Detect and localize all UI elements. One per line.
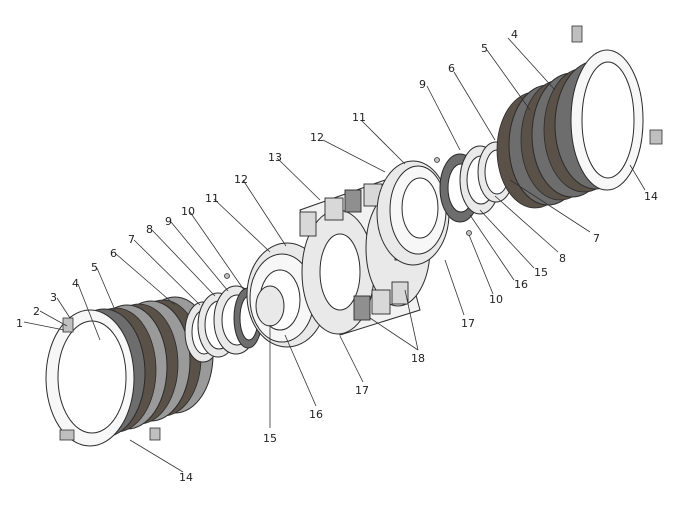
callout-2: 2 xyxy=(33,305,40,318)
callout-4-right: 4 xyxy=(511,28,518,41)
callout-14-left: 14 xyxy=(179,471,193,484)
drum-spline-block xyxy=(353,295,371,321)
right-clutch-pack xyxy=(496,25,663,209)
leader-lines xyxy=(23,37,646,473)
right-plate-bore xyxy=(401,177,439,239)
drum-spline-block xyxy=(391,281,409,305)
callout-18: 18 xyxy=(411,352,425,365)
left-hub-15 xyxy=(255,285,285,327)
callout-12-right: 11 xyxy=(352,111,366,124)
callout-1: 1 xyxy=(16,317,23,330)
callout-5-left: 5 xyxy=(91,261,98,274)
callout-17-right: 17 xyxy=(461,317,475,330)
right-pressure-plate xyxy=(376,160,450,266)
callout-17-left: 17 xyxy=(355,384,369,397)
callout-5-right: 5 xyxy=(481,42,488,55)
right-side-bracket xyxy=(649,129,663,145)
callout-8-right: 8 xyxy=(559,252,566,265)
right-end-ring-bore xyxy=(581,61,635,179)
callout-labels: 1 2 3 4 5 6 7 8 9 10 11 12 13 14 15 16 1… xyxy=(16,28,658,484)
callout-4-left: 4 xyxy=(72,277,79,290)
callout-14-right: 14 xyxy=(644,190,658,203)
left-ball xyxy=(224,273,230,279)
right-top-bracket xyxy=(571,25,583,43)
drum-spline-block xyxy=(324,197,344,221)
callout-11-left: 11 xyxy=(205,192,219,205)
left-bottom-bracket xyxy=(59,429,75,441)
drum-spline-block xyxy=(299,211,317,237)
callout-15-left: 15 xyxy=(263,432,277,445)
left-side-bracket xyxy=(149,427,161,441)
left-clutch-pack xyxy=(45,296,214,447)
callout-13: 13 xyxy=(268,151,282,164)
right-ball-top xyxy=(434,157,440,163)
right-piston-group xyxy=(439,141,515,223)
callout-6-left: 6 xyxy=(110,247,117,260)
callout-6-right: 6 xyxy=(448,62,455,75)
right-ball-bottom xyxy=(466,230,472,236)
drum-spline-block xyxy=(344,189,362,213)
callout-16-right: 16 xyxy=(514,278,528,291)
left-end-ring-bore xyxy=(57,320,127,434)
callout-3: 3 xyxy=(50,291,57,304)
left-top-bracket xyxy=(62,317,74,333)
callout-10-left: 10 xyxy=(181,205,195,218)
callout-9-left: 9 xyxy=(165,215,172,228)
callout-9-right: 9 xyxy=(419,78,426,91)
drum-left-bore xyxy=(319,233,361,311)
callout-7-left: 7 xyxy=(128,233,135,246)
callout-10-right: 10 xyxy=(489,293,503,306)
callout-7-right: 7 xyxy=(593,232,600,245)
callout-8-left: 8 xyxy=(146,223,153,236)
drum-spline-block xyxy=(371,289,391,315)
callout-12-left: 12 xyxy=(234,173,248,186)
callout-15-right: 15 xyxy=(534,266,548,279)
callout-11-right: 12 xyxy=(310,131,324,144)
callout-16-left: 16 xyxy=(309,408,323,421)
